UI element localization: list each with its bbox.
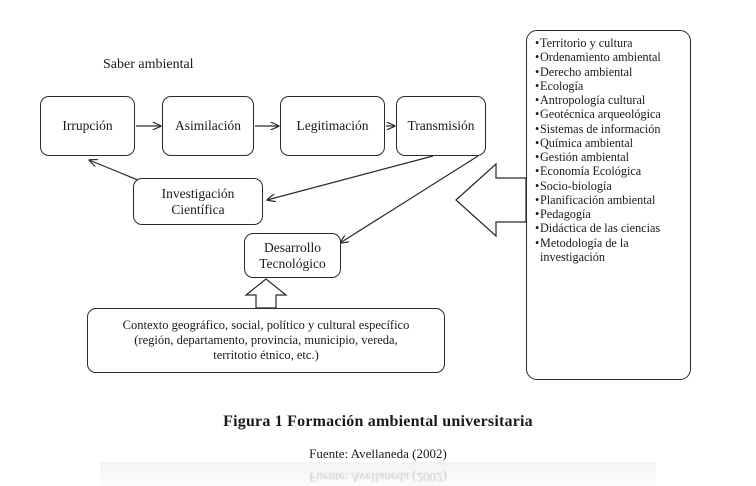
desarrollo-tecnologico-box: Desarrollo Tecnológico: [244, 233, 341, 278]
discipline-item: •Química ambiental: [535, 135, 634, 150]
discipline-item: •Didáctica de las ciencias: [535, 221, 661, 236]
discipline-item: •Sistemas de información: [535, 121, 661, 136]
stage-irrupcion: Irrupción: [40, 96, 135, 156]
discipline-item: •Economía Ecológica: [535, 164, 642, 179]
discipline-item: •Antropología cultural: [535, 93, 646, 107]
figure-caption: Figura 1 Formación ambiental universitar…: [223, 413, 533, 430]
discipline-item: •Planificación ambiental: [535, 192, 656, 207]
investigacion-cientifica-box: Investigación Científica: [133, 178, 263, 225]
stage-transmision: Transmisión: [396, 96, 486, 156]
discipline-item: •Territorio y cultura: [535, 36, 633, 50]
saber-ambiental-label: Saber ambiental: [103, 57, 194, 72]
hollow-arrow-contexto-desarrollo: [244, 278, 288, 309]
discipline-item: •Derecho ambiental: [535, 64, 633, 79]
discipline-item: •Metodología de la investigación: [535, 235, 629, 264]
hollow-arrow-panel-diagram: [455, 162, 527, 238]
discipline-item: •Geotécnica arqueológica: [535, 107, 661, 122]
discipline-item: •Gestión ambiental: [535, 150, 630, 164]
arrow-transmision-investigacion: [267, 155, 434, 200]
figure-source: Fuente: Avellaneda (2002): [309, 446, 447, 461]
discipline-item: •Ordenamiento ambiental: [535, 50, 661, 65]
contexto-box: Contexto geográfico, social, político y …: [87, 308, 445, 373]
discipline-item: •Ecología: [535, 78, 584, 93]
discipline-item: •Socio-biología: [535, 178, 612, 193]
arrow-transmision-desarrollo: [340, 155, 479, 243]
discipline-item: •Pedagogía: [535, 207, 591, 221]
disciplines-panel: •Territorio y cultura •Ordenamiento ambi…: [526, 30, 691, 380]
stage-asimilacion: Asimilación: [162, 96, 254, 156]
figure-source-reflection: Fuente: Avellaneda (2002): [309, 470, 447, 485]
reflection-band: [100, 462, 656, 486]
stage-legitimacion: Legitimación: [280, 96, 385, 156]
disciplines-list: •Territorio y cultura •Ordenamiento ambi…: [532, 36, 685, 264]
